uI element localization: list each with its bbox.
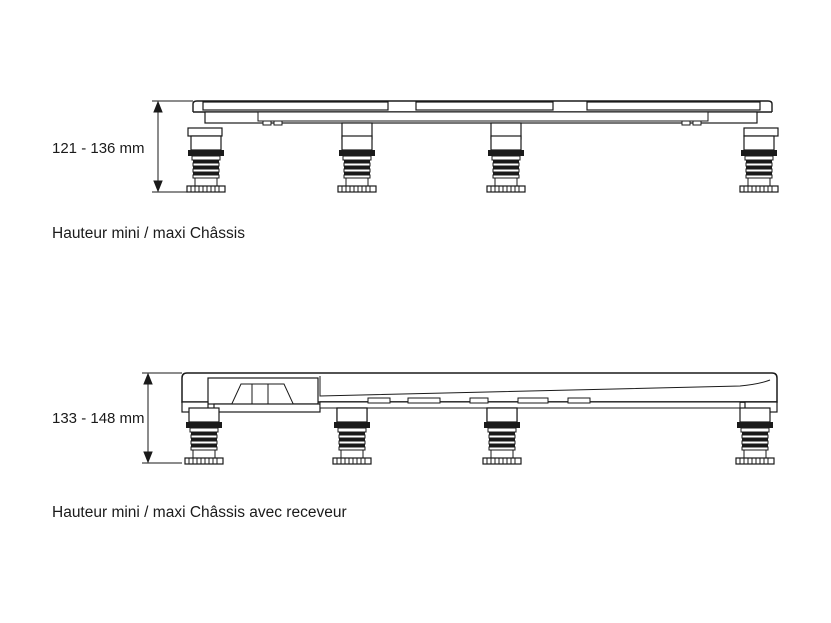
dimension-arrow-2: [142, 372, 182, 464]
leg-2-2: [332, 407, 372, 465]
dimension-label-1: 121 - 136 mm: [52, 140, 145, 157]
caption-2: Hauteur mini / maxi Châssis avec receveu…: [52, 504, 347, 521]
chassis-diagram-2: [142, 372, 778, 465]
dimension-arrow-1: [152, 100, 193, 193]
chassis-diagram-1: [152, 100, 779, 193]
tray-frame-2: [181, 372, 778, 413]
dimension-label-2: 133 - 148 mm: [52, 410, 145, 427]
leg-2-4: [735, 407, 775, 465]
leg-1-3: [486, 122, 526, 193]
leg-1-1: [186, 135, 226, 193]
leg-2-1: [184, 407, 224, 465]
caption-1: Hauteur mini / maxi Châssis: [52, 225, 245, 242]
frame-1: [187, 100, 779, 137]
leg-1-4: [739, 135, 779, 193]
leg-2-3: [482, 407, 522, 465]
leg-1-2: [337, 122, 377, 193]
